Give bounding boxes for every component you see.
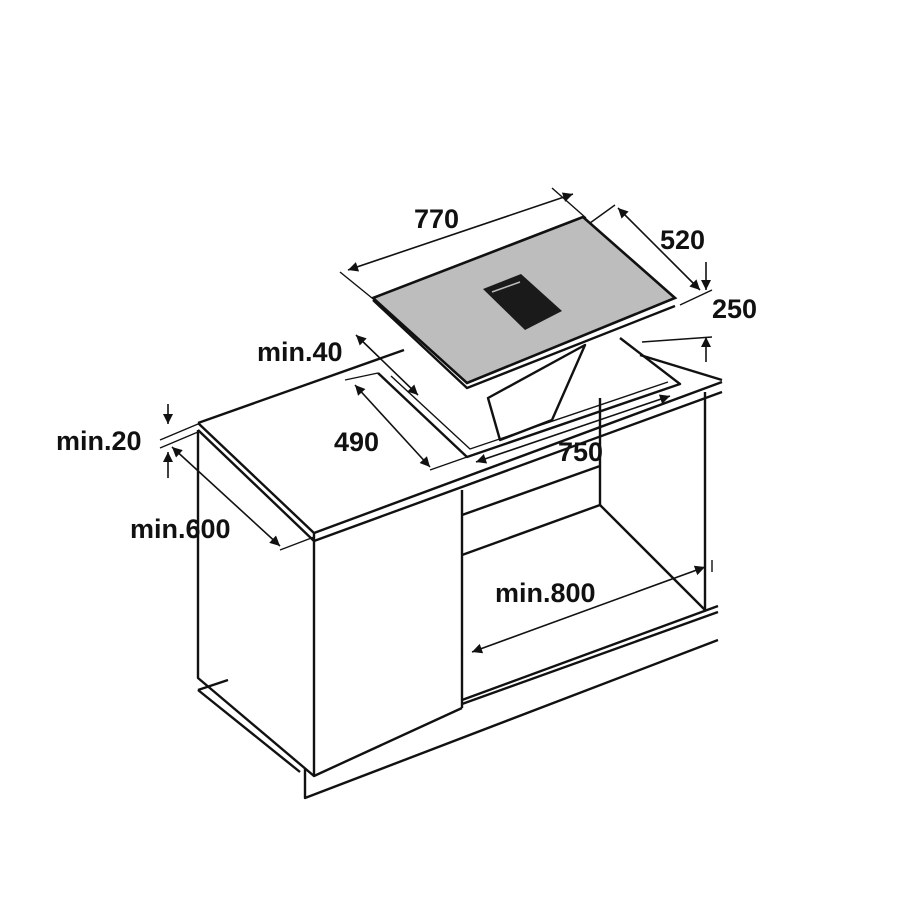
dimension-lines xyxy=(159,187,713,658)
label-hob-depth: 520 xyxy=(660,225,705,255)
label-cutout-width: 750 xyxy=(558,437,603,467)
label-worktop-depth: min.600 xyxy=(130,514,231,544)
plinth xyxy=(197,638,719,800)
label-cabinet-width: min.800 xyxy=(495,578,596,608)
worktop xyxy=(197,348,723,545)
label-worktop-thickness: min.20 xyxy=(56,426,142,456)
hob xyxy=(370,215,678,442)
label-hob-below-height: 250 xyxy=(712,294,757,324)
label-cutout-depth: 490 xyxy=(334,427,379,457)
label-hob-width: 770 xyxy=(414,204,459,234)
label-cutout-front-min: min.40 xyxy=(257,337,343,367)
